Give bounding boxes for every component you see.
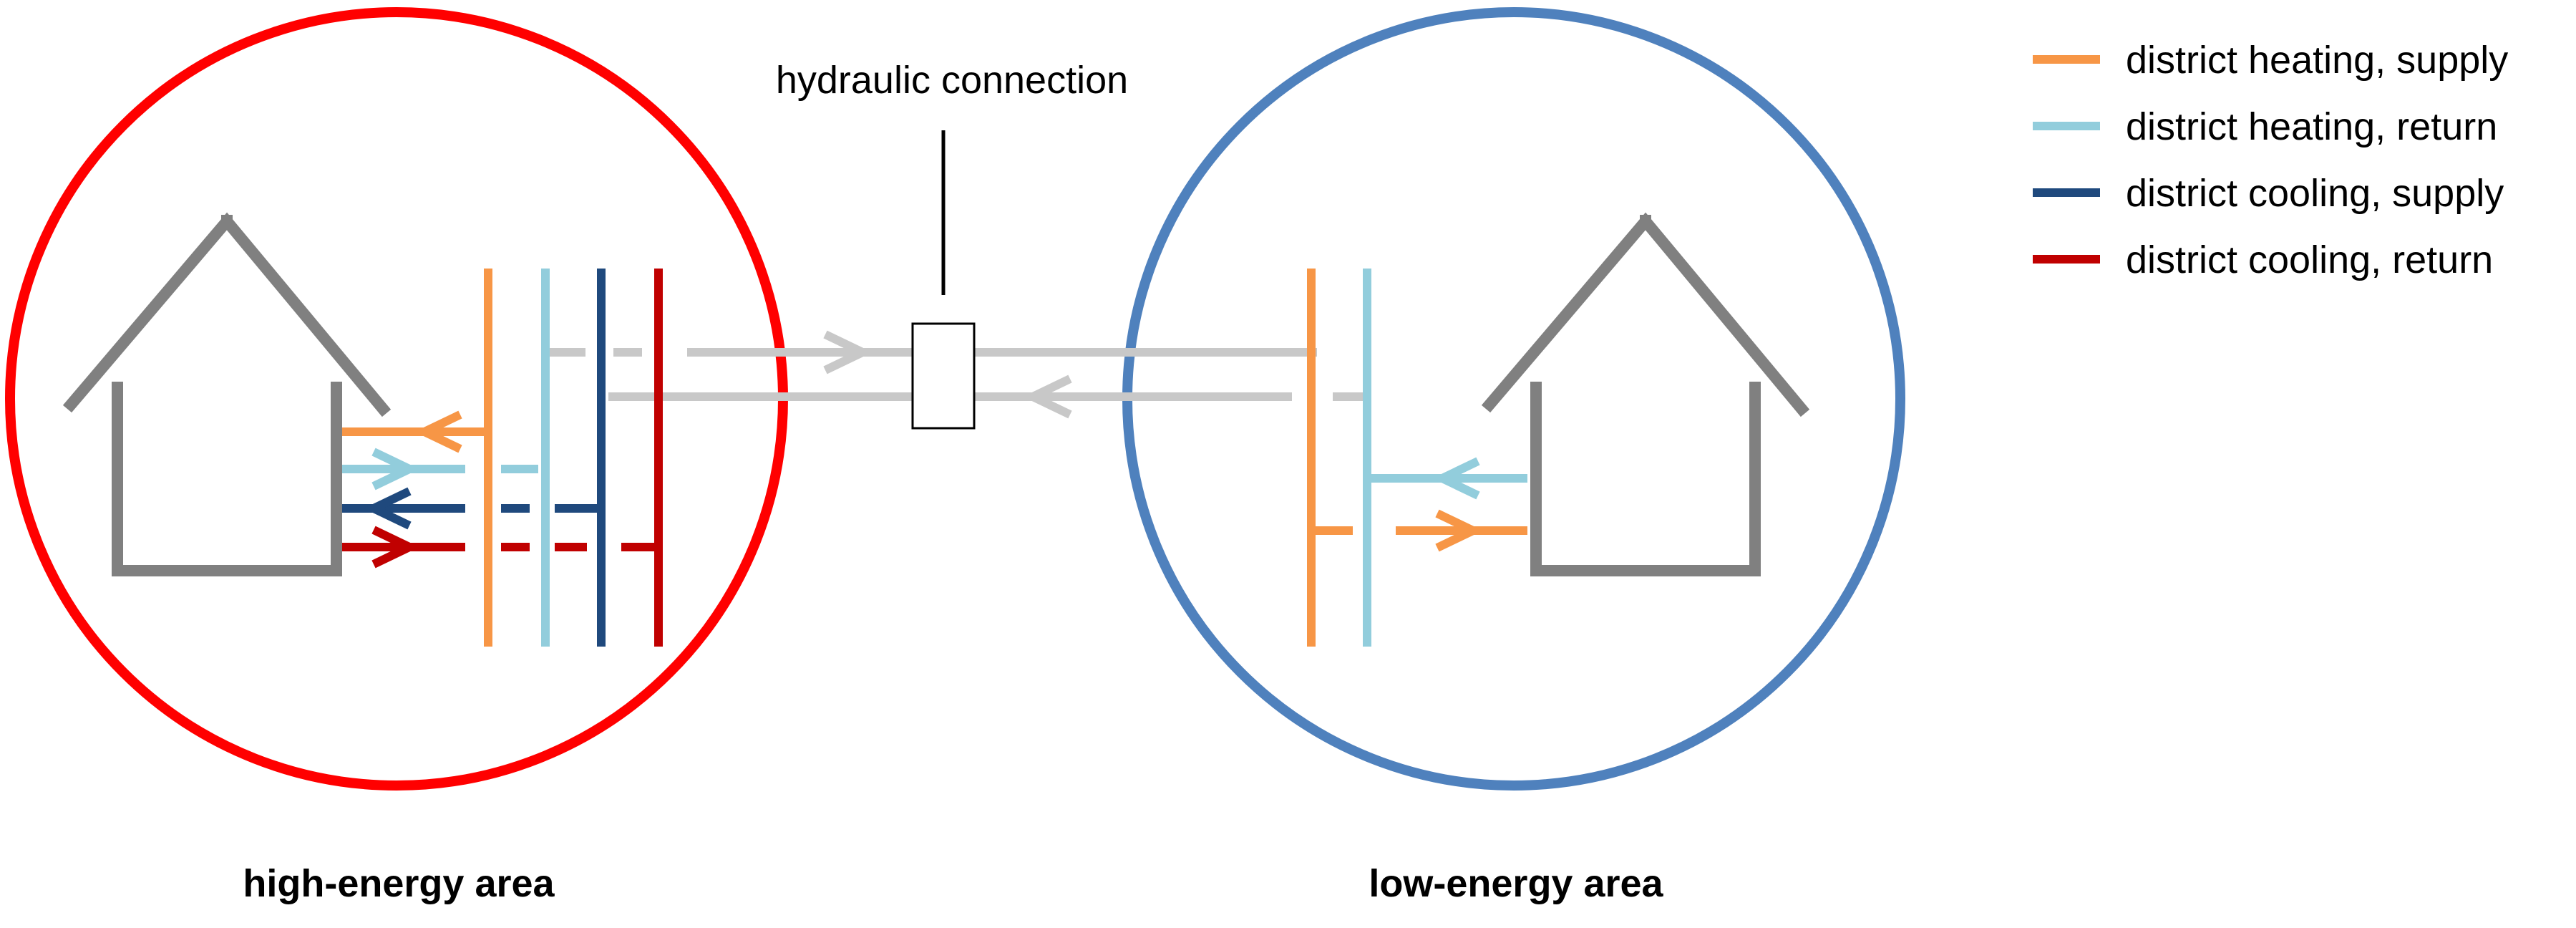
- connection-arrow-right: [823, 330, 873, 374]
- cooling-return-arrow: [371, 526, 419, 569]
- low-house-walls: [1530, 382, 1761, 576]
- cooling-supply-arrow: [364, 487, 412, 530]
- low-energy-area-label: low-energy area: [1369, 862, 1663, 905]
- hydraulic-connection-box: [911, 322, 976, 430]
- high-area-pipes: [484, 269, 663, 647]
- high-area-branches: [341, 410, 658, 569]
- high-energy-area-label: high-energy area: [243, 862, 555, 905]
- legend-label: district cooling, supply: [2126, 172, 2504, 215]
- legend-item-heating-supply: district heating, supply: [2033, 39, 2508, 82]
- legend-item-cooling-supply: district cooling, supply: [2033, 172, 2504, 215]
- connection-arrow-left: [1023, 374, 1072, 419]
- legend-item-heating-return: district heating, return: [2033, 105, 2497, 148]
- heating-supply-arrow: [414, 410, 462, 453]
- low-area-branches: [1311, 457, 1527, 552]
- legend-label: district cooling, return: [2126, 238, 2493, 281]
- low-area-pipes: [1307, 269, 1371, 647]
- legend-item-cooling-return: district cooling, return: [2033, 238, 2493, 281]
- low-heating-supply-arrow: [1435, 509, 1483, 552]
- low-heating-return-arrow: [1432, 457, 1480, 500]
- legend-label: district heating, supply: [2126, 39, 2508, 82]
- legend-label: district heating, return: [2126, 105, 2497, 148]
- high-house-walls: [112, 382, 342, 576]
- low-area-house-icon: [1481, 212, 1810, 576]
- high-area-house-icon: [62, 212, 392, 576]
- heating-return-arrow: [371, 448, 419, 490]
- legend: district heating, supply district heatin…: [2033, 39, 2508, 281]
- hydraulic-connection-label: hydraulic connection: [776, 59, 1128, 102]
